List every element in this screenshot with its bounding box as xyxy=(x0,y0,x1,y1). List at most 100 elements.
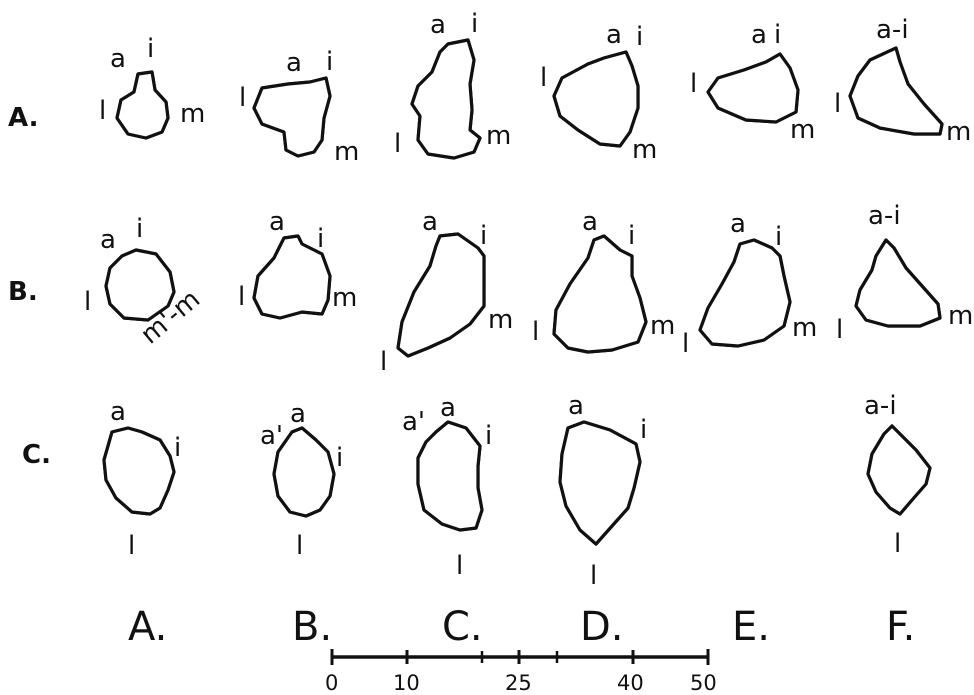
shape-BA-label-a: a xyxy=(100,225,116,255)
shape-outline xyxy=(558,420,642,546)
scale-label-10: 10 xyxy=(393,671,420,695)
shape-CF-label-l: l xyxy=(894,529,901,559)
shape-AF-label-m: m xyxy=(946,117,971,147)
shape-BA-label-i: i xyxy=(136,214,143,244)
shape-outline xyxy=(115,70,170,140)
shape-AA-label-m: m xyxy=(180,99,205,129)
shape-CB-label-i: i xyxy=(336,443,343,473)
row-label-a: A. xyxy=(8,103,38,133)
shape-AC-label-i: i xyxy=(471,9,478,39)
shape-BD-label-m: m xyxy=(650,311,675,341)
shape-BC-label-i: i xyxy=(480,221,487,251)
shape-outline xyxy=(854,238,942,328)
shape-BE-label-l: l xyxy=(682,329,689,359)
shape-BC-label-l: l xyxy=(380,347,387,377)
shape-outline xyxy=(102,426,176,516)
shape-AD: a i l m xyxy=(540,20,657,165)
shape-outline xyxy=(252,76,332,158)
shape-outline xyxy=(866,424,932,516)
shape-BD-label-a: a xyxy=(582,207,598,237)
shape-CA-label-i: i xyxy=(174,433,181,463)
shape-AB-label-i: i xyxy=(326,47,333,77)
scale-label-0: 0 xyxy=(325,671,338,695)
shape-BF-label-ai: a-i xyxy=(868,201,901,231)
shape-BE-label-i: i xyxy=(775,222,782,252)
shape-AF-label-ai: a-i xyxy=(876,15,909,45)
shape-AB-label-m: m xyxy=(334,137,359,167)
shape-outline xyxy=(396,232,486,358)
shape-outline xyxy=(706,52,800,124)
shape-CC-label-a: a xyxy=(440,393,456,423)
shape-AF: a-i l m xyxy=(834,15,971,147)
shape-CA-label-l: l xyxy=(128,531,135,561)
shape-BE: a i l m xyxy=(682,209,817,359)
scale-label-50: 50 xyxy=(690,671,717,695)
shape-AB: a i l m xyxy=(239,47,359,167)
shape-AD-label-i: i xyxy=(636,22,643,52)
shape-outline xyxy=(552,234,648,354)
shape-AC: a i l m xyxy=(394,9,511,160)
shape-AA: a i l m xyxy=(99,34,205,140)
column-label-f: F. xyxy=(886,604,915,650)
shape-BB-label-i: i xyxy=(317,224,324,254)
shape-CA-label-a: a xyxy=(110,397,126,427)
shape-BF-label-l: l xyxy=(836,315,843,345)
column-label-e: E. xyxy=(732,604,770,650)
shape-CB-label-l: l xyxy=(296,531,303,561)
shape-CB-label-a1: a' xyxy=(260,421,283,451)
column-label-b: B. xyxy=(292,604,332,650)
shape-AD-label-a: a xyxy=(606,20,622,50)
row-label-c: C. xyxy=(22,440,51,470)
shape-BB-label-l: l xyxy=(238,282,245,312)
shape-CA: a i l xyxy=(102,397,181,561)
shape-AF-label-l: l xyxy=(834,89,841,119)
shape-outline xyxy=(552,50,640,148)
shape-CD-label-l: l xyxy=(590,561,597,591)
shape-outline xyxy=(416,420,484,532)
shape-BC-label-a: a xyxy=(422,207,438,237)
shape-outline xyxy=(252,234,332,320)
shape-AD-label-l: l xyxy=(540,63,547,93)
shape-BD-label-l: l xyxy=(532,317,539,347)
shape-CF: a-i l xyxy=(864,391,932,559)
column-label-c: C. xyxy=(442,604,483,650)
shape-outline xyxy=(848,46,944,136)
shape-AE-label-l: l xyxy=(690,69,697,99)
shape-BA-label-l: l xyxy=(84,287,91,317)
scale-label-25: 25 xyxy=(505,671,532,695)
row-label-b: B. xyxy=(8,277,38,307)
shape-AA-label-a: a xyxy=(110,44,126,74)
shape-BE-label-a: a xyxy=(730,209,746,239)
shape-AC-label-m: m xyxy=(486,121,511,151)
shape-CC-label-a1: a' xyxy=(402,407,425,437)
shape-AE-label-i: i xyxy=(774,20,781,50)
shape-BA: a i l m'-m xyxy=(84,214,206,350)
shape-BB-label-m: m xyxy=(332,283,357,313)
column-label-d: D. xyxy=(580,604,624,650)
shape-BE-label-m: m xyxy=(792,313,817,343)
shape-outline xyxy=(698,238,792,348)
shape-AA-label-i: i xyxy=(147,34,154,64)
shape-AE-label-m: m xyxy=(790,115,815,145)
shape-AC-label-l: l xyxy=(394,129,401,159)
shape-CF-label-ai: a-i xyxy=(864,391,897,421)
shape-AD-label-m: m xyxy=(632,135,657,165)
shape-AB-label-l: l xyxy=(239,83,246,113)
shape-CC: a' a i l xyxy=(402,393,492,581)
shape-AE-label-a: a xyxy=(751,20,767,50)
shape-outline xyxy=(272,426,336,518)
shape-outline xyxy=(410,38,482,160)
shape-BF: a-i l m xyxy=(836,201,973,345)
shape-AC-label-a: a xyxy=(430,10,446,40)
shape-BF-label-m: m xyxy=(948,301,973,331)
shape-outline xyxy=(104,248,176,322)
shape-BD: a i l m xyxy=(532,207,675,354)
shape-AB-label-a: a xyxy=(286,48,302,78)
shape-CC-label-l: l xyxy=(456,551,463,581)
shape-CD-label-a: a xyxy=(568,391,584,421)
shape-CD-label-i: i xyxy=(640,415,647,445)
scale-bar: 0 10 25 40 50 xyxy=(325,649,717,695)
shape-CD: a i l xyxy=(558,391,647,591)
shape-AE: a i l m xyxy=(690,20,815,145)
